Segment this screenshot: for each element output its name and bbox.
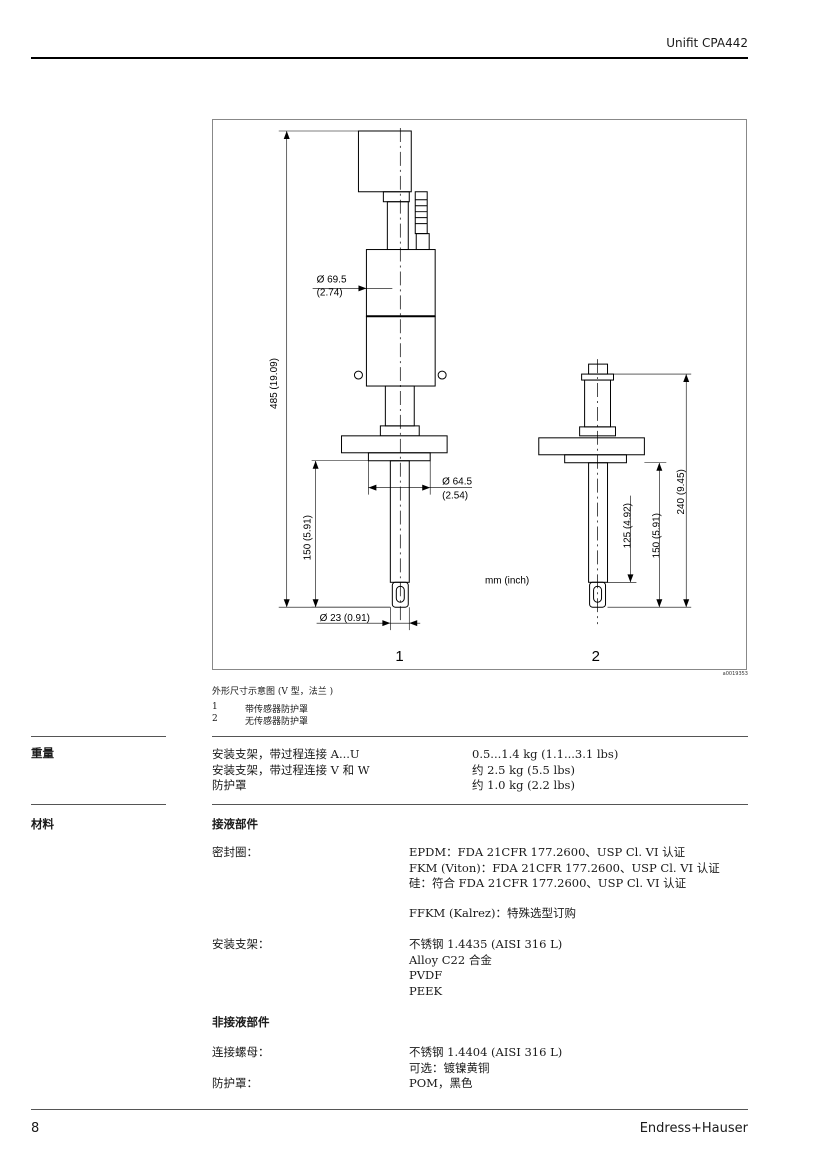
dim-d-bottom: Ø 23 (0.91) xyxy=(320,613,370,624)
cover-label: 防护罩： xyxy=(212,1076,258,1090)
legend-text-2: 无传感器防护罩 xyxy=(245,717,309,727)
dim-height-150-right: 150 (5.91) xyxy=(651,513,662,558)
drawing1-shaft xyxy=(389,460,410,583)
wetted-parts-heading: 接液部件 xyxy=(212,817,258,831)
drawing1-head xyxy=(357,130,412,193)
dim-d-top: Ø 69.5 xyxy=(317,274,347,285)
legend-text-1: 带传感器防护罩 xyxy=(245,705,309,715)
holder-material: PEEK xyxy=(409,983,443,998)
weight-item: 安装支架，带过程连接 V 和 W xyxy=(212,762,370,777)
drawing1-bolt-left xyxy=(353,370,363,380)
weight-values: 0.5...1.4 kg (1.1...3.1 lbs) 约 2.5 kg (5… xyxy=(472,747,618,794)
holder-material: PVDF xyxy=(409,968,443,982)
legend-num-1: 1 xyxy=(212,702,218,712)
seal-material: EPDM：FDA 21CFR 177.2600、USP Cl. VI 认证 xyxy=(409,845,686,859)
dimension-drawing-svg: Ø 69.5 (2.74) 485 (19.09) Ø 64.5 (2.54) … xyxy=(269,128,692,665)
footer-rule xyxy=(31,1109,748,1110)
nonwetted-parts-heading: 非接液部件 xyxy=(212,1015,270,1029)
dim-total-height: 485 (19.09) xyxy=(269,358,280,409)
weight-label: 重量 xyxy=(31,746,54,760)
seal-extra: FFKM (Kalrez)：特殊选型订购 xyxy=(409,906,576,920)
weight-item: 防护罩 xyxy=(212,778,247,792)
page-number: 8 xyxy=(31,1121,40,1136)
drawing1-gland-thread xyxy=(415,199,428,225)
weight-item: 安装支架，带过程连接 A...U xyxy=(212,747,360,761)
rule-weight-left xyxy=(31,736,166,737)
drawing1-upper-tube xyxy=(386,201,409,251)
nut-materials: 不锈钢 1.4404 (AISI 316 L) 可选：镀镍黄铜 xyxy=(409,1045,562,1076)
drawing1-flange xyxy=(341,435,448,454)
dim-height-150-left: 150 (5.91) xyxy=(303,515,314,560)
unit-label: mm (inch) xyxy=(485,575,529,586)
figure-code: a0019353 xyxy=(722,671,748,677)
footer-brand: Endress+Hauser xyxy=(639,1121,748,1136)
header-rule xyxy=(31,57,748,59)
holder-material: Alloy C22 合金 xyxy=(409,952,492,967)
cover-material: POM，黑色 xyxy=(409,1076,473,1090)
seal-material: 硅：符合 FDA 21CFR 177.2600、USP Cl. VI 认证 xyxy=(409,876,687,890)
weight-value: 约 1.0 kg (2.2 lbs) xyxy=(472,778,575,792)
rule-material-right xyxy=(212,804,748,805)
drawing2-shaft xyxy=(588,462,609,583)
item-number-1: 1 xyxy=(395,648,403,665)
dim-height-125: 125 (4.92) xyxy=(622,503,633,548)
seal-label: 密封圈： xyxy=(212,845,258,859)
nut-label: 连接螺母： xyxy=(212,1045,270,1059)
weight-items: 安装支架，带过程连接 A...U 安装支架，带过程连接 V 和 W 防护罩 xyxy=(212,747,370,794)
dimension-drawing: Ø 69.5 (2.74) 485 (19.09) Ø 64.5 (2.54) … xyxy=(212,119,747,670)
material-label: 材料 xyxy=(31,817,54,831)
drawing1-flange-collar xyxy=(379,425,420,437)
dim-d-flange: Ø 64.5 xyxy=(442,477,472,488)
item-number-2: 2 xyxy=(592,648,600,665)
seal-materials: EPDM：FDA 21CFR 177.2600、USP Cl. VI 认证 FK… xyxy=(409,845,720,892)
drawing1-gland-nut xyxy=(415,233,430,251)
holder-material: 不锈钢 1.4435 (AISI 316 L) xyxy=(409,937,563,951)
drawing1-bolt-right xyxy=(437,370,447,380)
weight-value: 约 2.5 kg (5.5 lbs) xyxy=(472,762,575,777)
dim-height-240: 240 (9.45) xyxy=(676,469,687,514)
holder-label: 安装支架： xyxy=(212,937,270,951)
rule-material-left xyxy=(31,804,166,805)
dim-d-top-inch: (2.74) xyxy=(317,287,343,298)
weight-value: 0.5...1.4 kg (1.1...3.1 lbs) xyxy=(472,747,619,761)
header-product-name: Unifit CPA442 xyxy=(666,36,748,50)
rule-weight-right xyxy=(212,736,748,737)
nut-material: 可选：镀镍黄铜 xyxy=(409,1060,490,1075)
drawing2-top-nut xyxy=(588,363,609,375)
figure-caption: 外形尺寸示意图 (V 型，法兰 ) xyxy=(212,687,334,697)
dim-d-flange-inch: (2.54) xyxy=(442,491,468,502)
nut-material: 不锈钢 1.4404 (AISI 316 L) xyxy=(409,1045,563,1059)
drawing1-neck xyxy=(382,191,410,203)
drawing1-body-lower xyxy=(365,315,436,387)
drawing1-body-upper xyxy=(365,249,436,317)
holder-materials: 不锈钢 1.4435 (AISI 316 L) Alloy C22 合金 PVD… xyxy=(409,937,562,999)
seal-material: FKM (Viton)：FDA 21CFR 177.2600、USP Cl. V… xyxy=(409,860,720,875)
legend-num-2: 2 xyxy=(212,714,218,724)
drawing2-flange xyxy=(538,437,645,456)
drawing1-cable-gland xyxy=(414,191,428,235)
